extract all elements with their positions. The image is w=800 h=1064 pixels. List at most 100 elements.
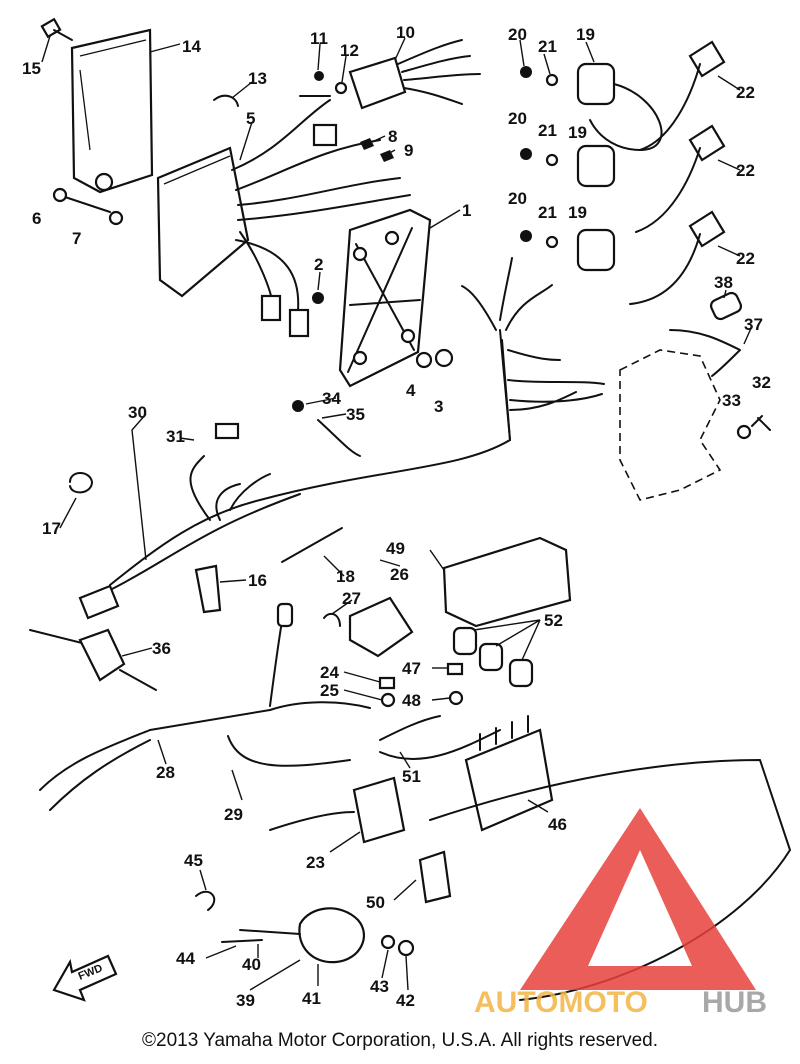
callout-48: 48 — [402, 691, 421, 710]
starter-relay-part-23 — [269, 776, 406, 844]
callout-19a: 19 — [576, 25, 595, 44]
callout-3: 3 — [434, 397, 443, 416]
plug-cap-part-22 — [589, 40, 726, 305]
bracket-part-50 — [418, 850, 452, 904]
callout-43: 43 — [370, 977, 389, 996]
lead-part-51 — [379, 715, 501, 760]
cover-part-14 — [70, 28, 154, 194]
washer-part-21 — [545, 73, 559, 249]
screw-part-40 — [239, 929, 301, 935]
callout-37: 37 — [744, 315, 763, 334]
callout-11: 11 — [310, 29, 328, 48]
callout-14: 14 — [182, 37, 201, 56]
callout-4: 4 — [406, 381, 416, 400]
battery-lead-part-29 — [227, 735, 351, 767]
callout-6: 6 — [32, 209, 41, 228]
screw-part-32 — [751, 415, 771, 431]
callout-21a: 21 — [538, 37, 557, 56]
callout-27: 27 — [342, 589, 361, 608]
callout-50: 50 — [366, 893, 385, 912]
band-part-18 — [281, 527, 343, 563]
callout-20a: 20 — [508, 25, 527, 44]
ignition-coil-part-19 — [576, 62, 616, 272]
bolt-part-20 — [520, 66, 532, 242]
cover-part-49 — [442, 536, 572, 628]
grommet-part-3 — [434, 348, 454, 368]
callout-46: 46 — [548, 815, 567, 834]
callout-31: 31 — [166, 427, 185, 446]
callout-8: 8 — [388, 127, 397, 146]
bracket-part-36 — [29, 628, 157, 691]
washer-part-33 — [736, 424, 752, 440]
callout-32: 32 — [752, 373, 771, 392]
callout-49: 49 — [386, 539, 405, 558]
callout-38: 38 — [714, 273, 733, 292]
callout-15: 15 — [22, 59, 41, 78]
bracket-part-31 — [214, 422, 240, 440]
callout-47: 47 — [402, 659, 421, 678]
engine-outline — [619, 349, 722, 501]
wire-part-45 — [195, 890, 216, 911]
callout-1: 1 — [462, 201, 471, 220]
callout-5: 5 — [246, 109, 255, 128]
callout-40: 40 — [242, 955, 261, 974]
callout-20b: 20 — [508, 109, 527, 128]
fwd-arrow-icon: FWD — [52, 954, 118, 1002]
callout-33: 33 — [722, 391, 741, 410]
bolt-part-24 — [378, 676, 396, 690]
callout-52: 52 — [544, 611, 563, 630]
wire-part-44 — [221, 939, 263, 943]
logo-text-left: AUTOMOTO — [474, 986, 648, 1019]
callout-29: 29 — [224, 805, 243, 824]
logo-triangle-icon — [520, 808, 756, 990]
washer-part-25 — [380, 692, 396, 708]
bolt-part-6 — [52, 187, 111, 213]
callout-39: 39 — [236, 991, 255, 1010]
washer-part-43 — [380, 934, 396, 950]
collar-part-4 — [415, 351, 433, 369]
callout-2: 2 — [314, 255, 323, 274]
clamp-part-16 — [194, 564, 222, 614]
callout-19b: 19 — [568, 123, 587, 142]
callout-22c: 22 — [736, 249, 755, 268]
callout-22a: 22 — [736, 83, 755, 102]
clip-part-27 — [323, 612, 341, 627]
clamp-part-17 — [69, 472, 93, 494]
copyright-notice: ©2013 Yamaha Motor Corporation, U.S.A. A… — [142, 1030, 658, 1051]
screw-part-34 — [292, 400, 304, 412]
automotohub-logo: AUTOMOTO HUB — [474, 808, 767, 1019]
cap-part-52 — [452, 626, 534, 688]
callout-9: 9 — [404, 141, 413, 160]
washer-part-48 — [448, 690, 464, 706]
callout-21b: 21 — [538, 121, 557, 140]
washer-part-7 — [108, 210, 124, 226]
callout-44: 44 — [176, 949, 195, 968]
leader-lines — [41, 35, 753, 991]
ground-lead-part-35 — [317, 419, 361, 457]
starter-solenoid-part-41 — [298, 907, 365, 964]
callout-41: 41 — [302, 989, 321, 1008]
callout-24: 24 — [320, 663, 339, 682]
callout-34: 34 — [322, 389, 341, 408]
relay-part-46 — [464, 715, 554, 832]
bolt-part-42 — [397, 939, 415, 957]
callout-16: 16 — [248, 571, 267, 590]
logo-text-right: HUB — [702, 986, 767, 1019]
callout-17: 17 — [42, 519, 61, 538]
cdi-unit-part-5 — [156, 95, 411, 338]
callout-labels: 1 2 3 4 5 6 7 8 9 10 11 12 13 14 15 16 1… — [22, 23, 771, 1010]
callout-28: 28 — [156, 763, 175, 782]
callout-25: 25 — [320, 681, 339, 700]
clip-part-13 — [213, 94, 239, 107]
wire-harness-part-30 — [78, 455, 301, 620]
callout-12: 12 — [340, 41, 359, 60]
resistor-part-38 — [709, 291, 743, 321]
callout-7: 7 — [72, 229, 81, 248]
callout-18: 18 — [336, 567, 355, 586]
callout-35: 35 — [346, 405, 365, 424]
callout-20c: 20 — [508, 189, 527, 208]
callout-36: 36 — [152, 639, 171, 658]
callout-42: 42 — [396, 991, 415, 1010]
callout-26: 26 — [390, 565, 409, 584]
